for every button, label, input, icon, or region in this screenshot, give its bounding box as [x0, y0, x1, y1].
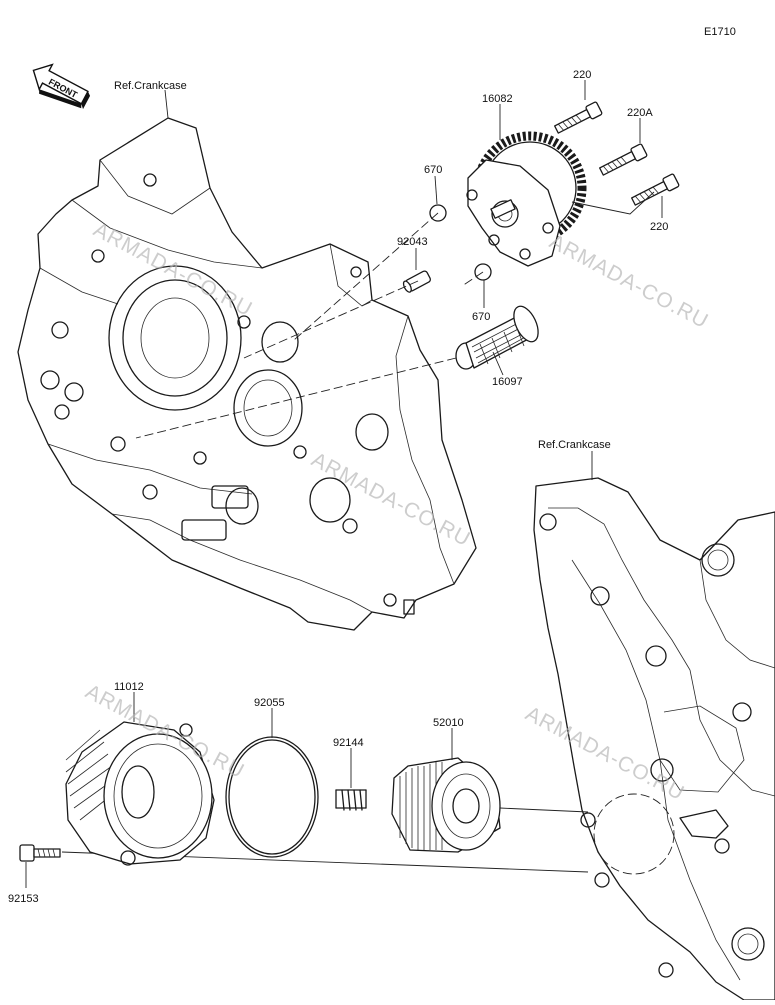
watermark: ARMADA-CO.RU: [546, 230, 713, 333]
cover-o-ring: [225, 736, 319, 858]
bolt-bracket-line: [571, 191, 655, 215]
upper-crankcase: [17, 117, 477, 631]
filter-cover-label: 11012: [114, 681, 144, 693]
diagram-code: E1710: [704, 26, 736, 38]
assembly-line-1: [293, 212, 439, 341]
bolt-220a: [599, 143, 648, 176]
spring-label: 92144: [333, 737, 364, 749]
leader-o-ring-670-upper: [434, 175, 438, 205]
cover-bolt-label: 92153: [8, 893, 39, 905]
cover-bolt: [19, 844, 61, 862]
front-arrow-icon: FRONT: [32, 63, 91, 110]
oil-pump-label: 16082: [482, 93, 513, 105]
oil-filter-label: 52010: [433, 717, 464, 729]
dowel-pin-label: 92043: [397, 236, 428, 248]
oil-filter: [391, 757, 501, 853]
o-ring-670-upper-label: 670: [424, 164, 442, 176]
bolt-220-upper: [554, 101, 603, 134]
filter-cover: [65, 721, 215, 866]
bolt-220a-label: 220A: [627, 107, 653, 119]
leader-oil-screen: [492, 351, 504, 376]
bolt-220-lower-label: 220: [650, 221, 668, 233]
ref-crankcase-upper-label: Ref.Crankcase: [114, 80, 187, 92]
bolt-220-upper-label: 220: [573, 69, 591, 81]
oil-screen: [455, 305, 539, 370]
ref-crankcase-lower-label: Ref.Crankcase: [538, 439, 611, 451]
filter-assembly-line: [499, 807, 589, 813]
lower-crankcase: [533, 477, 775, 1001]
assembly-line-3: [135, 357, 457, 439]
oil-screen-label: 16097: [492, 376, 523, 388]
leader-ref-crankcase-upper: [164, 89, 169, 119]
spring: [335, 789, 367, 811]
assembly-line-2: [243, 280, 419, 359]
bolt-220-lower: [631, 173, 680, 206]
oil-pump: [466, 131, 587, 267]
assembly-line-4: [461, 271, 484, 287]
cover-o-ring-label: 92055: [254, 697, 285, 709]
o-ring-670-lower-label: 670: [472, 311, 490, 323]
